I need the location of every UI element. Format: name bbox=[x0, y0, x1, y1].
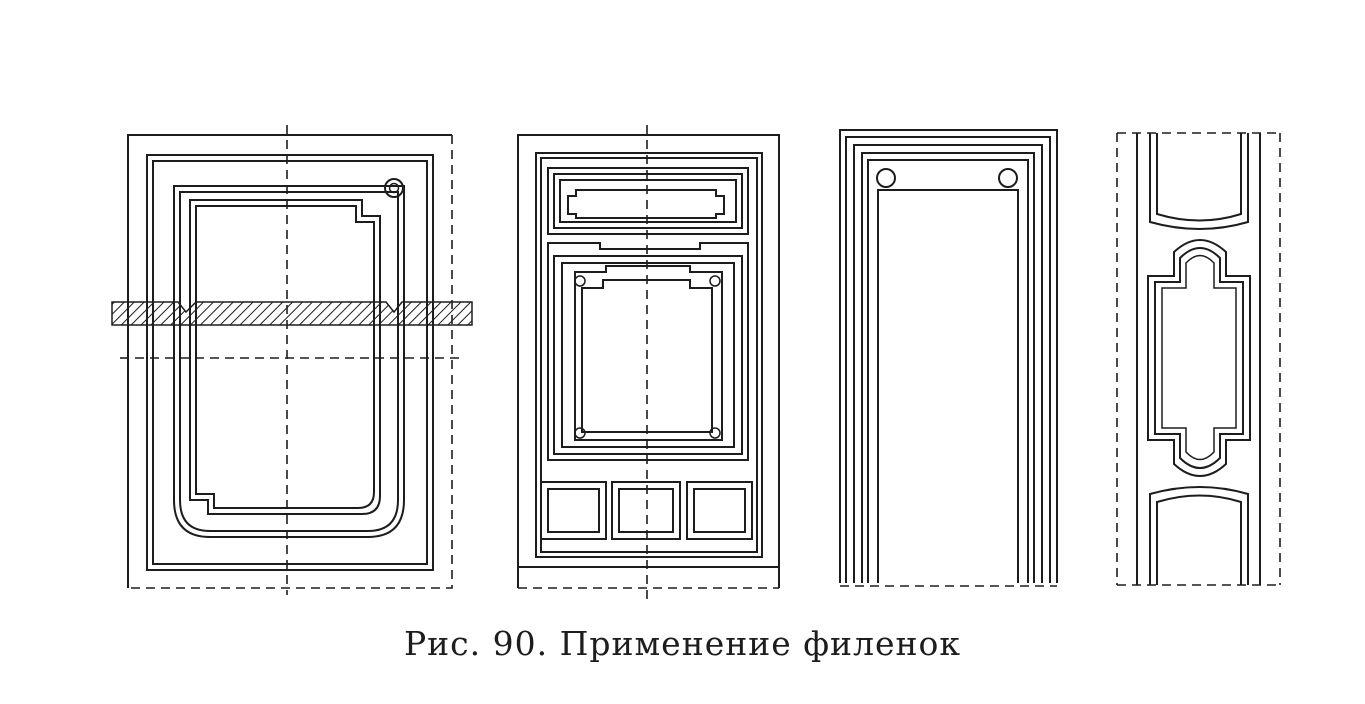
door-panel-2 bbox=[517, 125, 780, 600]
figure-caption: Рис. 90. Применение филенок bbox=[403, 624, 962, 663]
door-panel-1 bbox=[111, 125, 473, 595]
door-panel-4 bbox=[1116, 132, 1281, 586]
door-panel-3 bbox=[839, 129, 1058, 587]
